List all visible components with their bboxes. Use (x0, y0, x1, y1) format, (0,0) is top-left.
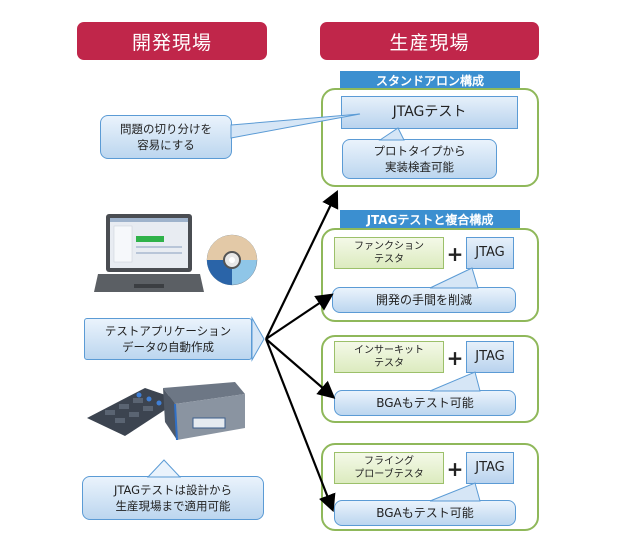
flying-probe-tester-line1: フライング (364, 456, 414, 467)
functional-tester-line1: ファンクション (354, 241, 424, 252)
jtag-label: JTAG (475, 349, 505, 365)
callout-bga-incircuit: BGAもテスト可能 (334, 390, 516, 416)
standalone-tag-label: スタンドアロン構成 (375, 73, 484, 88)
callout-bga-flying: BGAもテスト可能 (334, 500, 516, 526)
jtag-box: JTAG (466, 452, 514, 484)
jtag-label: JTAG (475, 245, 505, 261)
jtag-hardware-image (85, 378, 250, 448)
incircuit-tester-box: インサーキット テスタ (334, 341, 444, 373)
callout-tail (146, 459, 182, 478)
callout-auto-line2: データの自動作成 (122, 340, 214, 354)
functional-tester-line2: テスタ (374, 254, 404, 265)
incircuit-tester-line2: テスタ (374, 358, 404, 369)
callout-prototype: プロトタイプから 実装検査可能 (342, 139, 497, 179)
callout-reduce-effort: 開発の手間を削減 (332, 287, 516, 313)
callout-isolation-line2: 容易にする (137, 138, 195, 152)
plus-label: + (446, 346, 464, 370)
callout-prototype-line1: プロトタイプから (373, 143, 466, 158)
jtag-test-box: JTAGテスト (341, 96, 518, 129)
callout-pointer (251, 316, 265, 362)
callout-bga-incircuit-label: BGAもテスト可能 (376, 395, 474, 410)
callout-isolation: 問題の切り分けを 容易にする (100, 115, 232, 159)
standalone-tag: スタンドアロン構成 (340, 71, 520, 89)
callout-applicable-line1: JTAGテストは設計から (113, 482, 233, 497)
callout-reduce-effort-label: 開発の手間を削減 (375, 292, 472, 307)
callout-prototype-line2: 実装検査可能 (385, 160, 454, 174)
plus-sign: + (446, 240, 464, 268)
plus-label: + (446, 457, 464, 481)
jtag-box: JTAG (466, 237, 514, 269)
header-development-label: 開発現場 (131, 31, 212, 54)
jtag-box: JTAG (466, 341, 514, 373)
jtag-label: JTAG (475, 460, 505, 476)
callout-applicable: JTAGテストは設計から 生産現場まで適用可能 (82, 476, 264, 520)
combined-tag: JTAGテストと複合構成 (340, 210, 520, 228)
plus-sign: + (446, 344, 464, 372)
flying-probe-tester-box: フライング プローブテスタ (334, 452, 444, 484)
cd-image (205, 233, 260, 288)
plus-sign: + (446, 455, 464, 483)
callout-bga-flying-label: BGAもテスト可能 (376, 505, 474, 520)
callout-applicable-line2: 生産現場まで適用可能 (115, 499, 231, 513)
header-production-label: 生産現場 (389, 31, 470, 54)
functional-tester-box: ファンクション テスタ (334, 237, 444, 269)
header-production: 生産現場 (320, 22, 539, 60)
combined-tag-label: JTAGテストと複合構成 (366, 212, 494, 227)
incircuit-tester-line1: インサーキット (354, 345, 424, 356)
callout-isolation-line1: 問題の切り分けを (120, 121, 212, 136)
plus-label: + (446, 242, 464, 266)
callout-auto-generation: テストアプリケーション データの自動作成 (84, 318, 252, 360)
header-development: 開発現場 (77, 22, 267, 60)
callout-auto-line1: テストアプリケーション (104, 323, 232, 338)
jtag-test-label: JTAGテスト (392, 104, 467, 121)
laptop-image (94, 212, 204, 302)
flying-probe-tester-line2: プローブテスタ (354, 469, 424, 480)
